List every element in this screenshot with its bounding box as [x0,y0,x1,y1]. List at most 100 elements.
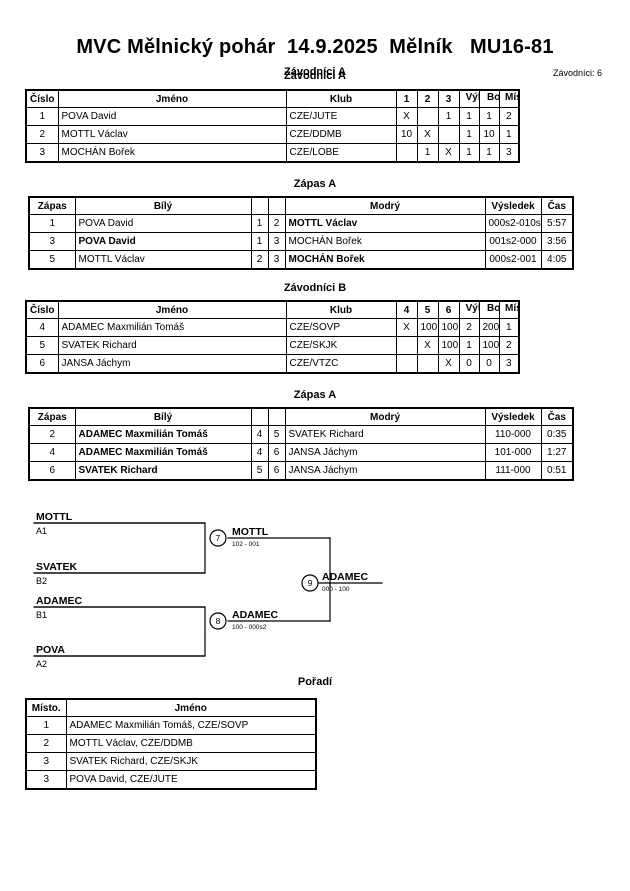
cell-blue-number: 3 [267,232,286,251]
cell-number: 2 [25,125,59,144]
cell-time: 4:05 [540,250,574,270]
cell-club: CZE/DDMB [285,125,397,144]
table-header-row: Číslo Jméno Klub 4 5 6 Výhra Body Místo. [25,300,520,319]
cell-score: 100 [416,318,439,337]
col-club: Klub [285,89,397,108]
cell-white-name: POVA David [74,232,252,251]
col-blue: Modrý [284,407,486,426]
cell-match-number: 3 [28,232,76,251]
cell-result: 001s2-000 [484,232,542,251]
table-row: 5 SVATEK Richard CZE/SKJK X 100 1 100 2 [25,336,520,355]
col-blue-no [267,407,286,426]
cell-white-number: 1 [250,232,269,251]
cell-white-name: ADAMEC Maxmilián Tomáš [74,443,252,462]
col-opponent-2: 2 [416,89,439,108]
cell-number: 3 [25,143,59,163]
cell-white-number: 4 [250,425,269,444]
col-white: Bílý [74,196,252,215]
cell-white-number: 5 [250,461,269,481]
bracket-entrant-name: ADAMEC [36,595,82,607]
match-a-2-table: Zápas Bílý Modrý Výsledek Čas 2 ADAMEC M… [28,407,574,481]
cell-place: 1 [498,125,520,144]
cell-match-number: 4 [28,443,76,462]
cell-score: X [395,107,418,126]
cell-number: 5 [25,336,59,355]
cell-score: 10 [395,125,418,144]
cell-place: 3 [25,770,67,790]
col-match: Zápas [28,407,76,426]
col-name: Jméno [65,698,317,717]
cell-wins: 1 [458,107,480,126]
col-club: Klub [285,300,397,319]
page-subtitle: Závodníci A [284,66,346,78]
table-row: 6 JANSA Jáchym CZE/VTZC X 0 0 3 [25,354,520,374]
table-header-row: Číslo Jméno Klub 1 2 3 Výhra Body Místo. [25,89,520,108]
cell-name: SVATEK Richard, CZE/SKJK [65,752,317,771]
cell-place: 2 [498,336,520,355]
col-opponent-1: 1 [395,89,418,108]
col-opponent-5: 5 [416,300,439,319]
cell-points: 0 [478,354,500,374]
cell-score [437,125,460,144]
cell-wins: 1 [458,125,480,144]
col-wins: Výhra [458,300,480,319]
cell-result: 000s2-010s2 [484,214,542,233]
cell-white-name: SVATEK Richard [74,461,252,481]
col-points-label: Body [487,303,498,314]
bracket-match-9-winner: ADAMEC [322,571,368,583]
cell-blue-number: 2 [267,214,286,233]
caption-ranking: Pořadí [297,676,333,688]
cell-place: 3 [25,752,67,771]
table-row: 1 POVA David CZE/JUTE X 1 1 1 2 [25,107,520,126]
cell-name: MOTTL Václav [57,125,287,144]
cell-name: SVATEK Richard [57,336,287,355]
bracket-match-8-winner: ADAMEC [232,609,278,621]
cell-match-number: 1 [28,214,76,233]
cell-club: CZE/LOBE [285,143,397,163]
cell-white-name: POVA David [74,214,252,233]
bracket-match-7-score: 102 - 001 [232,541,260,548]
match-a-1-table: Zápas Bílý Modrý Výsledek Čas 1 POVA Dav… [28,196,574,270]
cell-name: MOTTL Václav, CZE/DDMB [65,734,317,753]
cell-score: X [437,143,460,163]
cell-name: ADAMEC Maxmilián Tomáš, CZE/SOVP [65,716,317,735]
col-number: Číslo [25,89,59,108]
col-white-no [250,196,269,215]
col-result: Výsledek [484,196,542,215]
cell-time: 5:57 [540,214,574,233]
cell-name: POVA David, CZE/JUTE [65,770,317,790]
cell-place: 1 [25,716,67,735]
cell-time: 0:35 [540,425,574,444]
table-row: 6 SVATEK Richard 5 6 JANSA Jáchym 111-00… [28,461,574,481]
table-row: 5 MOTTL Václav 2 3 MOCHÁN Bořek 000s2-00… [28,250,574,270]
col-place-label: Místo. [505,303,518,314]
col-place: Místo. [498,300,520,319]
col-place: Místo. [25,698,67,717]
cell-place: 3 [498,354,520,374]
table-row: 2 ADAMEC Maxmilián Tomáš 4 5 SVATEK Rich… [28,425,574,444]
table-row: 3 POVA David, CZE/JUTE [25,770,317,790]
cell-score: X [416,336,439,355]
col-blue: Modrý [284,196,486,215]
col-name: Jméno [57,300,287,319]
col-number: Číslo [25,300,59,319]
cell-score [395,336,418,355]
playoff-bracket: 7 8 9 MOTTL A1 SVATEK B2 ADAMEC B1 POVA … [0,495,630,670]
table-row: 4 ADAMEC Maxmilián Tomáš 4 6 JANSA Jáchy… [28,443,574,462]
cell-white-number: 1 [250,214,269,233]
col-place: Místo. [498,89,520,108]
col-opponent-4: 4 [395,300,418,319]
bracket-entrant-seed: B2 [36,576,47,586]
bracket-match-8-score: 100 - 000s2 [232,624,267,631]
cell-points: 1 [478,143,500,163]
cell-result: 101-000 [484,443,542,462]
col-points: Body [478,300,500,319]
ranking-table: Místo. Jméno 1 ADAMEC Maxmilián Tomáš, C… [25,698,317,790]
cell-blue-name: JANSA Jáchym [284,443,486,462]
table-header-row: Zápas Bílý Modrý Výsledek Čas [28,407,574,426]
cell-wins: 2 [458,318,480,337]
bracket-entrant-name: MOTTL [36,511,73,523]
cell-points: 100 [478,336,500,355]
cell-score: X [416,125,439,144]
cell-match-number: 5 [28,250,76,270]
